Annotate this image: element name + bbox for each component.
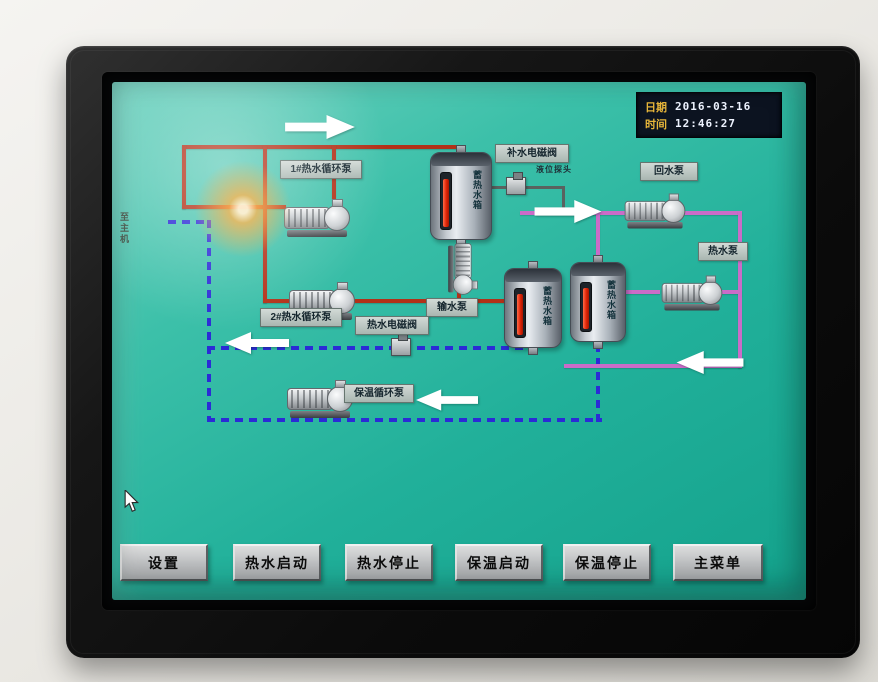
pipe-return-upper — [207, 346, 533, 350]
flow-arrow-left-upper-loop — [224, 332, 290, 354]
screen-glare — [112, 82, 422, 342]
tank-nozzle-top — [593, 255, 603, 263]
tank-nozzle-top — [456, 145, 466, 153]
pipe-hot-pump2-feed — [263, 299, 293, 303]
date-value: 2016-03-16 — [675, 100, 752, 113]
insulation-stop-button[interactable]: 保温停止 — [563, 544, 651, 581]
label-makeup-valve: 补水电磁阀 — [495, 144, 569, 163]
pipe-return-mainunit-riser — [207, 220, 211, 350]
label-pump1: 1#热水循环泵 — [280, 160, 362, 179]
label-insulation-pump: 保温循环泵 — [344, 384, 414, 403]
pipe-makeup-left — [490, 186, 508, 189]
tank-level-bar — [517, 293, 523, 335]
pipe-return-left-drop — [207, 346, 211, 422]
pipe-hot-mid-riser — [263, 145, 267, 303]
mouse-cursor — [124, 488, 140, 512]
label-to-main-unit: 至主机 — [119, 212, 129, 245]
hmi-screen: 蓄热水箱 蓄热水箱 蓄热水箱 — [112, 82, 806, 600]
tank-level-bar — [443, 178, 449, 227]
tank-nozzle-bottom — [528, 347, 538, 355]
pipe-warm-right-lower-drop — [738, 294, 742, 368]
flow-arrow-right-top — [282, 115, 358, 139]
hot-water-stop-button[interactable]: 热水停止 — [345, 544, 433, 581]
insulation-start-button[interactable]: 保温启动 — [455, 544, 543, 581]
hot-water-solenoid-valve-icon — [391, 333, 411, 356]
time-value: 12:46:27 — [675, 117, 736, 130]
pipe-return-lower — [207, 418, 602, 422]
pump-transfer — [448, 242, 478, 297]
makeup-solenoid-valve-icon — [506, 172, 526, 195]
time-label: 时间 — [645, 118, 667, 131]
tank-top-cap — [431, 153, 491, 166]
pipe-hot-pump1-feed — [182, 205, 286, 209]
pipe-return-right-riser — [596, 344, 600, 422]
pump-hot-water — [660, 275, 724, 311]
label-return-pump: 回水泵 — [640, 162, 698, 181]
label-transfer-pump: 输水泵 — [426, 298, 478, 317]
tank-level-bar — [583, 287, 589, 329]
tank-nozzle-bottom — [593, 341, 603, 349]
hot-water-start-button[interactable]: 热水启动 — [233, 544, 321, 581]
tank-level-gauge — [514, 288, 526, 338]
tank-3: 蓄热水箱 — [570, 255, 626, 349]
tank-label: 蓄热水箱 — [472, 170, 482, 210]
tank-1: 蓄热水箱 — [430, 145, 492, 247]
label-pump2: 2#热水循环泵 — [260, 308, 342, 327]
pipe-hot-pump2-out — [355, 299, 459, 303]
pump-circulation-2 — [287, 282, 357, 320]
tank-2: 蓄热水箱 — [504, 261, 562, 355]
pipe-hot-tank2-feed — [457, 299, 507, 303]
tank-top-cap — [571, 263, 625, 276]
pump-return-water — [623, 193, 687, 229]
tank-level-gauge — [580, 282, 592, 332]
tank-level-gauge — [440, 172, 452, 230]
tank-label: 蓄热水箱 — [542, 286, 552, 326]
tank-nozzle-top — [528, 261, 538, 269]
date-label: 日期 — [645, 101, 667, 114]
pipe-warm-hotpump-out — [722, 290, 742, 294]
datetime-panel: 日期 2016-03-16 时间 12:46:27 — [636, 92, 782, 138]
tank-top-cap — [505, 269, 561, 282]
tank-label: 蓄热水箱 — [606, 280, 616, 320]
pipe-makeup-drop — [562, 186, 565, 214]
settings-button[interactable]: 设置 — [120, 544, 208, 581]
flow-arrow-left-right-side — [674, 351, 746, 374]
flow-arrow-right-mid — [532, 200, 604, 223]
label-hot-water-valve: 热水电磁阀 — [355, 316, 429, 335]
pipe-hot-left-riser — [182, 145, 186, 209]
pump-circulation-1 — [282, 199, 352, 237]
flow-arrow-left-lower-loop — [416, 388, 478, 412]
label-level-probe: 液位探头 — [536, 165, 572, 174]
main-menu-button[interactable]: 主菜单 — [673, 544, 763, 581]
label-hot-water-pump: 热水泵 — [698, 242, 748, 261]
pipe-makeup-right — [526, 186, 564, 189]
pipe-warm-bottom — [564, 364, 742, 368]
pipe-return-mainunit-stub — [168, 220, 211, 224]
pipe-hot-top — [182, 145, 462, 149]
pipe-warm-tank3-out — [624, 290, 660, 294]
pipe-warm-tank3-top — [596, 211, 600, 257]
